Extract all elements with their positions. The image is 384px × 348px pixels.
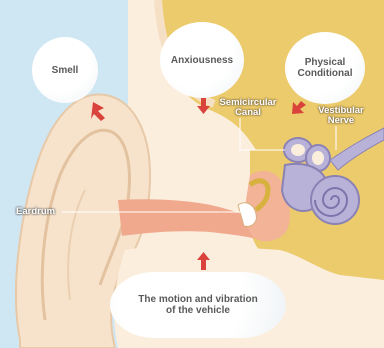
semicircular-canal-label: Semicircular Canal <box>216 98 280 118</box>
motion-bubble: The motion and vibration of the vehicle <box>110 272 286 338</box>
smell-bubble: Smell <box>32 37 98 103</box>
physical-condition-bubble: Physical Conditional <box>285 32 365 104</box>
motion-label: The motion and vibration of the vehicle <box>138 294 257 316</box>
anxiousness-bubble: Anxiousness <box>160 22 244 98</box>
anxiousness-label: Anxiousness <box>171 55 233 66</box>
physical-condition-label: Physical Conditional <box>298 57 353 79</box>
vestibular-nerve-label: Vestibular Nerve <box>310 106 372 126</box>
smell-label: Smell <box>52 65 79 76</box>
cochlea <box>311 176 359 224</box>
eardrum-label: Eardrum <box>16 207 64 217</box>
